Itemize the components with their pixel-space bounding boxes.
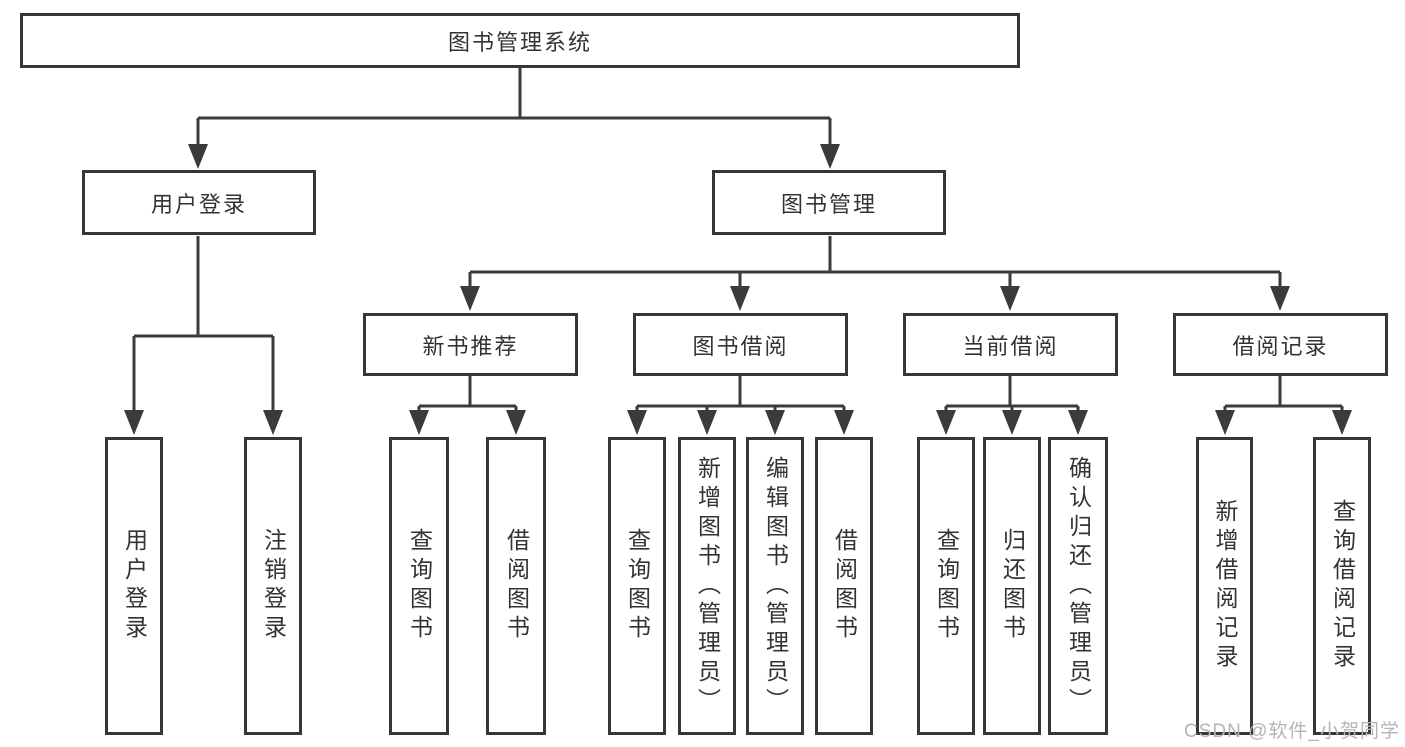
leaf-label: 新增图书（管理员） [694, 455, 721, 717]
leaf-label: 借阅图书 [831, 528, 858, 644]
node-current-borrow: 当前借阅 [903, 313, 1118, 376]
leaf-add-borrow-record: 新增借阅记录 [1196, 437, 1253, 735]
arrowhead [124, 410, 144, 435]
node-book-borrow: 图书借阅 [633, 313, 848, 376]
leaf-label: 用户登录 [121, 528, 148, 644]
arrowhead [820, 144, 840, 169]
connector-book-borrow [635, 376, 846, 412]
leaf-label: 新增借阅记录 [1212, 499, 1238, 673]
leaf-label: 查询借阅记录 [1329, 499, 1356, 673]
node-label: 当前借阅 [962, 333, 1059, 359]
leaf-label: 查询图书 [406, 528, 433, 644]
leaf-label: 确认归还（管理员） [1065, 455, 1092, 717]
arrowhead [1000, 286, 1020, 311]
arrowhead [1270, 286, 1290, 311]
arrowhead [627, 410, 647, 435]
arrowhead [460, 286, 480, 311]
arrowhead [936, 410, 956, 435]
arrowhead [1068, 410, 1088, 435]
leaf-add-book-admin: 新增图书（管理员） [678, 437, 736, 735]
arrowhead [1215, 410, 1235, 435]
connector-new-book [417, 376, 518, 412]
leaf-label: 借阅图书 [503, 528, 530, 644]
node-root-label: 图书管理系统 [447, 29, 592, 55]
leaf-query-books: 查询图书 [917, 437, 975, 735]
leaf-query-books: 查询图书 [389, 437, 449, 735]
node-book-management-branch: 图书管理 [712, 170, 946, 235]
leaf-query-borrow-record: 查询借阅记录 [1313, 437, 1371, 735]
arrowhead [1002, 410, 1022, 435]
leaf-return-books: 归还图书 [983, 437, 1041, 735]
connector-user-branch [132, 236, 275, 412]
connector-current-borrow [944, 376, 1080, 412]
node-label: 借阅记录 [1232, 333, 1329, 359]
node-borrow-record: 借阅记录 [1173, 313, 1388, 376]
leaf-label: 注销登录 [260, 528, 287, 644]
leaf-borrow-books: 借阅图书 [486, 437, 546, 735]
connector-borrow-record [1223, 376, 1344, 412]
leaf-label: 查询图书 [933, 528, 960, 644]
watermark-text: CSDN @软件_小贺同学 [1184, 721, 1400, 742]
arrowhead [263, 410, 283, 435]
leaf-user-login: 用户登录 [105, 437, 163, 735]
leaf-query-books: 查询图书 [608, 437, 666, 735]
leaf-borrow-books: 借阅图书 [815, 437, 873, 735]
arrowhead [834, 410, 854, 435]
leaf-confirm-return-admin: 确认归还（管理员） [1048, 437, 1108, 735]
node-new-book-recommend: 新书推荐 [363, 313, 578, 376]
arrowhead [409, 410, 429, 435]
node-root: 图书管理系统 [20, 13, 1020, 68]
arrowhead [730, 286, 750, 311]
leaf-label: 归还图书 [999, 528, 1026, 644]
leaf-label: 查询图书 [624, 528, 651, 644]
arrowhead [1332, 410, 1352, 435]
node-label: 图书管理 [780, 191, 877, 217]
node-label: 用户登录 [150, 191, 247, 217]
node-label: 图书借阅 [692, 333, 789, 359]
arrowhead [765, 410, 785, 435]
connector-root [196, 68, 832, 146]
arrowhead [697, 410, 717, 435]
leaf-edit-book-admin: 编辑图书（管理员） [746, 437, 804, 735]
node-label: 新书推荐 [422, 333, 519, 359]
leaf-label: 编辑图书（管理员） [762, 455, 789, 717]
arrowhead [506, 410, 526, 435]
node-user-login-branch: 用户登录 [82, 170, 316, 235]
arrowhead [188, 144, 208, 169]
leaf-logout: 注销登录 [244, 437, 302, 735]
connector-book-branch [468, 236, 1282, 288]
